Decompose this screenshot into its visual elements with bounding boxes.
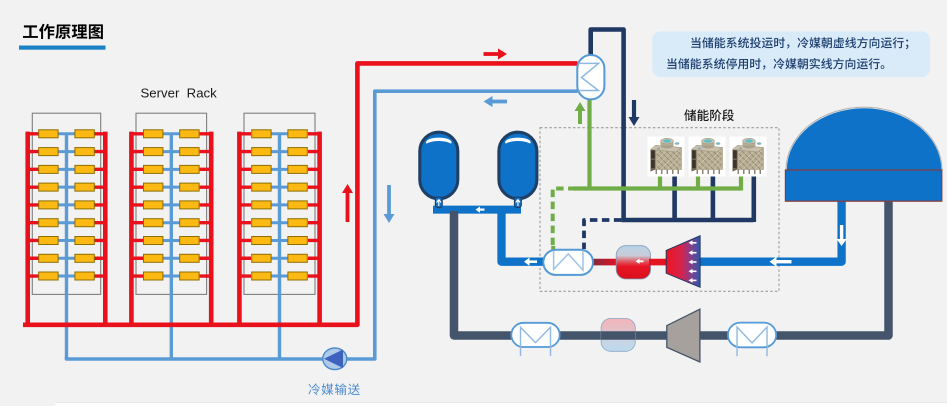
svg-text:Server Rack: Server Rack [141, 86, 218, 101]
